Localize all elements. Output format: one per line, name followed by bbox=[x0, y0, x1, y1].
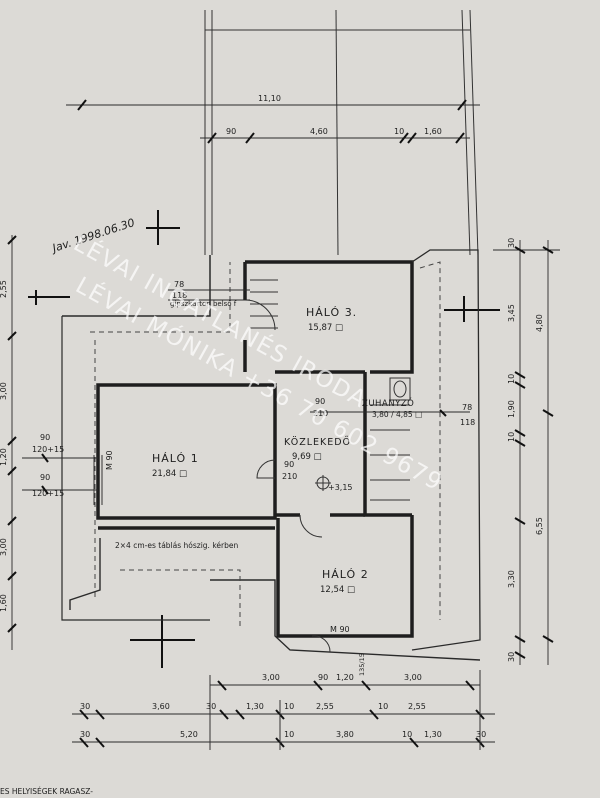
room-kozlekedo-area: 9,69 □ bbox=[292, 452, 322, 462]
dim-left-c: 1,20 bbox=[0, 448, 8, 466]
dim-door-118b: 118 bbox=[460, 418, 475, 427]
dim-right-330: 3,30 bbox=[507, 570, 516, 588]
room-zuhanyzo-name: ZUHANYZÓ bbox=[362, 397, 414, 409]
dim-right-190: 1,90 bbox=[507, 400, 516, 418]
level-mark: +3,15 bbox=[328, 483, 353, 492]
room-halo1-area: 21,84 □ bbox=[152, 469, 187, 479]
dim-bot2-10a: 10 bbox=[284, 702, 294, 711]
dim-door-210b: 210 bbox=[313, 409, 328, 418]
dim-bot3-10a: 10 bbox=[284, 730, 294, 739]
dim-left-12015b: 120+15 bbox=[32, 489, 64, 498]
dim-top-b: 4,60 bbox=[310, 127, 328, 136]
dim-door-90: 90 bbox=[284, 460, 294, 469]
top-dimensions bbox=[66, 99, 480, 144]
dim-left-d: 3,00 bbox=[0, 538, 8, 556]
dim-right-30a: 30 bbox=[507, 238, 516, 248]
dim-bot2-255a: 2,55 bbox=[316, 702, 334, 711]
dim-door-210: 210 bbox=[282, 472, 297, 481]
dim-bot3-130: 1,30 bbox=[424, 730, 442, 739]
dim-door-m90a: M 90 bbox=[105, 450, 114, 470]
dim-bot3-30b: 30 bbox=[476, 730, 486, 739]
dim-door-78a: 78 bbox=[174, 280, 184, 289]
stair-hatch bbox=[250, 279, 278, 329]
dim-door-90b: 90 bbox=[315, 397, 325, 406]
dim-door-m90b: M 90 bbox=[330, 625, 350, 634]
dim-right-345: 3,45 bbox=[507, 304, 516, 322]
room-halo2-area: 12,54 □ bbox=[320, 585, 355, 595]
dim-top-a: 90 bbox=[226, 127, 236, 136]
note-tabla: 2×4 cm-es táblás hószig. kérben bbox=[115, 541, 238, 550]
room-kozlekedo-name: KÖZLEKEDŐ bbox=[284, 437, 351, 448]
room-halo2-name: HÁLÓ 2 bbox=[322, 568, 369, 581]
dim-left-90b: 90 bbox=[40, 473, 50, 482]
dim-left-e: 1,60 bbox=[0, 594, 8, 612]
room-halo1-name: HÁLÓ 1 bbox=[152, 452, 199, 465]
dim-bot2-360: 3,60 bbox=[152, 702, 170, 711]
dim-bot3-10b: 10 bbox=[402, 730, 412, 739]
dim-bot3-380: 3,80 bbox=[336, 730, 354, 739]
dim-door-78b: 78 bbox=[462, 403, 472, 412]
left-dimensions bbox=[7, 235, 98, 650]
dim-left-90a: 90 bbox=[40, 433, 50, 442]
dim-door-118a: 118 bbox=[172, 291, 187, 300]
dim-bot1-135: 135/15 bbox=[358, 653, 366, 676]
dim-bot3-520: 5,20 bbox=[180, 730, 198, 739]
dim-bot2-130: 1,30 bbox=[246, 702, 264, 711]
dim-right-655: 6,55 bbox=[535, 517, 544, 535]
dim-left-a: 2,55 bbox=[0, 280, 8, 298]
door-leaders bbox=[168, 289, 470, 417]
dim-bot2-255b: 2,55 bbox=[408, 702, 426, 711]
note-bottom: ES HELYISÉGEK RAGASZ- bbox=[0, 787, 93, 796]
dim-right-10a: 10 bbox=[507, 374, 516, 384]
dim-bot1-120: 1,20 bbox=[336, 673, 354, 682]
dim-bot1-300b: 3,00 bbox=[404, 673, 422, 682]
dim-bot2-30b: 30 bbox=[206, 702, 216, 711]
doors bbox=[93, 299, 331, 653]
dim-top-d: 1,60 bbox=[424, 127, 442, 136]
right-dimensions bbox=[493, 240, 560, 665]
dim-right-30b: 30 bbox=[507, 652, 516, 662]
dim-right-10b: 10 bbox=[507, 432, 516, 442]
dim-top-total: 11,10 bbox=[258, 94, 281, 103]
bathroom-fixtures bbox=[370, 377, 411, 501]
dim-bot2-30a: 30 bbox=[80, 702, 90, 711]
dim-top-c: 10 bbox=[394, 127, 404, 136]
axis-markers bbox=[28, 210, 500, 668]
note-gipszkarton: gipszkarton belső f bbox=[170, 299, 237, 308]
top-terrace bbox=[204, 9, 479, 256]
dim-bot1-300a: 3,00 bbox=[262, 673, 280, 682]
room-halo3-name: HÁLÓ 3. bbox=[306, 306, 357, 319]
dim-right-480: 4,80 bbox=[535, 314, 544, 332]
dim-left-12015a: 120+15 bbox=[32, 445, 64, 454]
room-halo3-area: 15,87 □ bbox=[308, 323, 343, 333]
dim-bot1-90: 90 bbox=[318, 673, 328, 682]
dim-left-b: 3,00 bbox=[0, 382, 8, 400]
building-walls bbox=[61, 249, 481, 661]
dim-bot2-10b: 10 bbox=[378, 702, 388, 711]
room-zuhanyzo-area: 3,80 / 4,85 □ bbox=[372, 410, 422, 419]
dim-bot3-30a: 30 bbox=[80, 730, 90, 739]
bottom-dimensions bbox=[72, 670, 495, 750]
